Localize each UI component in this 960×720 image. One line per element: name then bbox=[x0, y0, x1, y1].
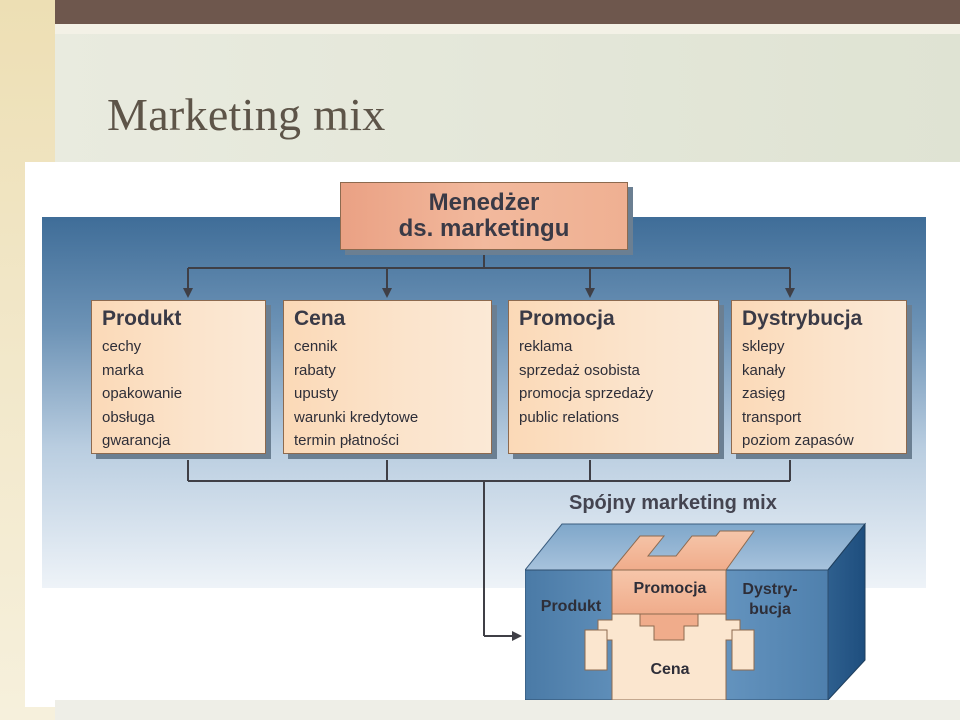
category-item: sklepy bbox=[742, 338, 785, 355]
category-item: cechy bbox=[102, 338, 142, 355]
category-item: public relations bbox=[519, 408, 620, 426]
cube-right-tab bbox=[731, 629, 755, 671]
category-box-cena: Cena cennik rabaty upusty warunki kredyt… bbox=[283, 300, 492, 454]
cube-label-dystrybucja-line2: bucja bbox=[749, 601, 791, 618]
cube-promocja-tab bbox=[639, 613, 699, 641]
category-item: rabaty bbox=[294, 361, 336, 379]
category-item: warunki kredytowe bbox=[294, 408, 419, 426]
category-item: transport bbox=[742, 408, 802, 426]
category-item: gwarancja bbox=[102, 432, 171, 449]
category-item: kanały bbox=[742, 361, 786, 379]
category-item: opakowanie bbox=[102, 385, 183, 402]
category-box-promocja: Promocja reklama sprzedaż osobista promo… bbox=[508, 300, 719, 454]
cube-label-dystrybucja: Dystry- bucja bbox=[731, 580, 809, 620]
manager-line2: ds. marketingu bbox=[398, 215, 570, 242]
category-item: zasięg bbox=[742, 385, 786, 402]
category-title: Produkt bbox=[102, 307, 182, 330]
mix-title: Spójny marketing mix bbox=[569, 492, 777, 514]
category-item: reklama bbox=[519, 338, 573, 355]
category-box-produkt: Produkt cechy marka opakowanie obsługa g… bbox=[91, 300, 266, 454]
bottom-strip bbox=[55, 700, 960, 720]
category-item: sprzedaż osobista bbox=[519, 361, 640, 379]
cube-top-promocja-piece bbox=[610, 530, 755, 571]
category-item: obsługa bbox=[102, 408, 155, 426]
manager-line1: Menedżer bbox=[428, 189, 540, 216]
category-item: cennik bbox=[294, 338, 338, 355]
cube-label-promocja: Promocja bbox=[633, 580, 707, 597]
manager-box: Menedżer ds. marketingu bbox=[340, 182, 628, 250]
category-item: termin płatności bbox=[294, 432, 400, 449]
category-title: Dystrybucja bbox=[742, 307, 863, 330]
cube-promocja-piece bbox=[611, 569, 727, 615]
category-item: upusty bbox=[294, 385, 339, 402]
category-item: promocja sprzedaży bbox=[519, 385, 654, 402]
title-band bbox=[55, 34, 960, 162]
cube-label-produkt: Produkt bbox=[540, 598, 602, 615]
cube-label-cena: Cena bbox=[650, 661, 690, 678]
cube-left-tab bbox=[584, 629, 608, 671]
category-title: Cena bbox=[294, 307, 346, 330]
category-item: marka bbox=[102, 361, 144, 379]
category-item: poziom zapasów bbox=[742, 432, 854, 449]
top-bar bbox=[55, 0, 960, 24]
cube-label-dystrybucja-line1: Dystry- bbox=[742, 581, 798, 598]
category-box-dystrybucja: Dystrybucja sklepy kanały zasięg transpo… bbox=[731, 300, 907, 454]
category-title: Promocja bbox=[519, 307, 615, 330]
marketing-mix-cube bbox=[525, 522, 867, 702]
slide-title: Marketing mix bbox=[107, 89, 386, 140]
